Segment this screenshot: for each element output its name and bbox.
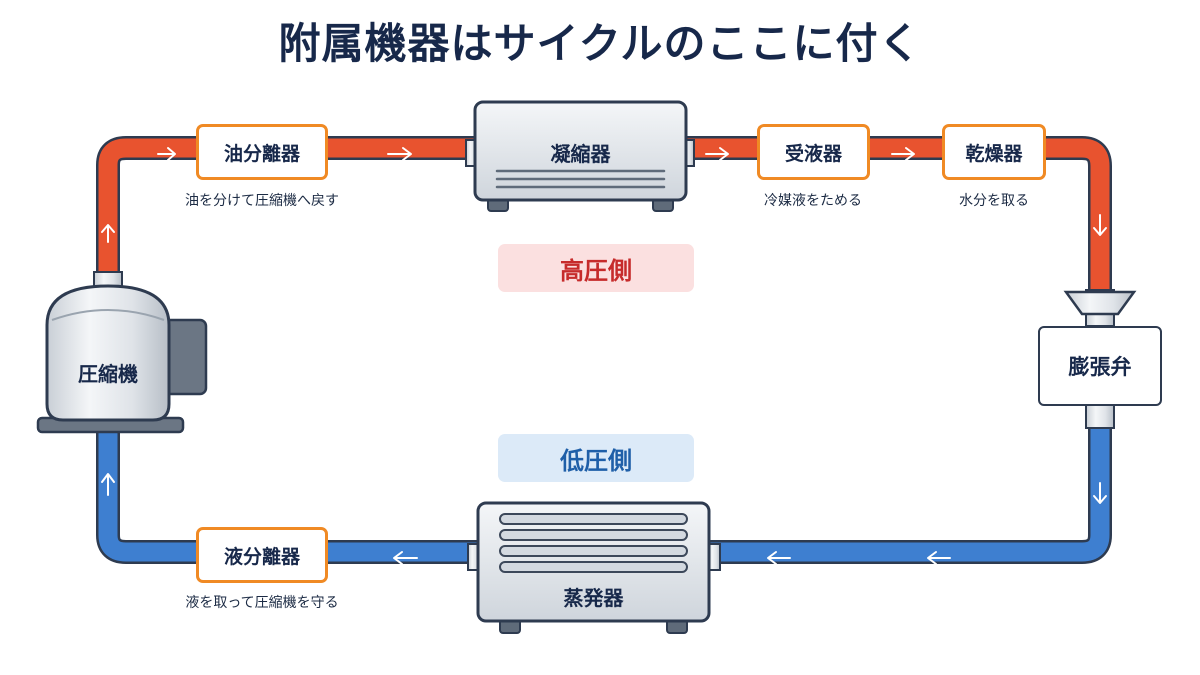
arrow-right-icon xyxy=(891,147,915,161)
expansion-valve-box: 膨張弁 xyxy=(1038,326,1162,406)
arrow-up-icon xyxy=(101,224,115,243)
arrow-down-icon xyxy=(1093,214,1107,236)
high-pressure-badge: 高圧側 xyxy=(498,244,694,292)
flow-arrows xyxy=(101,147,1107,565)
oil-separator-box: 油分離器 xyxy=(196,124,328,180)
condenser-label: 凝縮器 xyxy=(550,142,611,166)
liquid-separator-box: 液分離器 xyxy=(196,527,328,583)
receiver-box: 受液器 xyxy=(757,124,870,180)
page-title: 附属機器はサイクルのここに付く xyxy=(278,19,922,68)
liquid-separator-note: 液を取って圧縮機を守る xyxy=(185,595,339,611)
arrow-right-icon xyxy=(387,147,412,161)
evaporator-label: 蒸発器 xyxy=(563,586,624,610)
arrow-right-icon xyxy=(157,147,176,161)
arrow-left-icon xyxy=(767,551,791,565)
expansion-valve-unit xyxy=(1063,289,1137,429)
arrow-left-icon xyxy=(393,551,418,565)
arrow-down-icon xyxy=(1093,482,1107,504)
arrow-left-icon xyxy=(927,551,951,565)
receiver-note: 冷媒液をためる xyxy=(764,193,862,209)
evaporator-unit xyxy=(467,501,721,634)
arrow-right-icon xyxy=(705,147,729,161)
dryer-box: 乾燥器 xyxy=(942,124,1046,180)
dryer-note: 水分を取る xyxy=(959,193,1029,209)
compressor-unit xyxy=(36,271,208,434)
arrow-up-icon xyxy=(101,473,115,496)
condenser-unit xyxy=(465,100,695,212)
oil-separator-note: 油を分けて圧縮機へ戻す xyxy=(185,193,339,209)
compressor-label: 圧縮機 xyxy=(78,362,138,386)
low-pressure-badge: 低圧側 xyxy=(498,434,694,482)
